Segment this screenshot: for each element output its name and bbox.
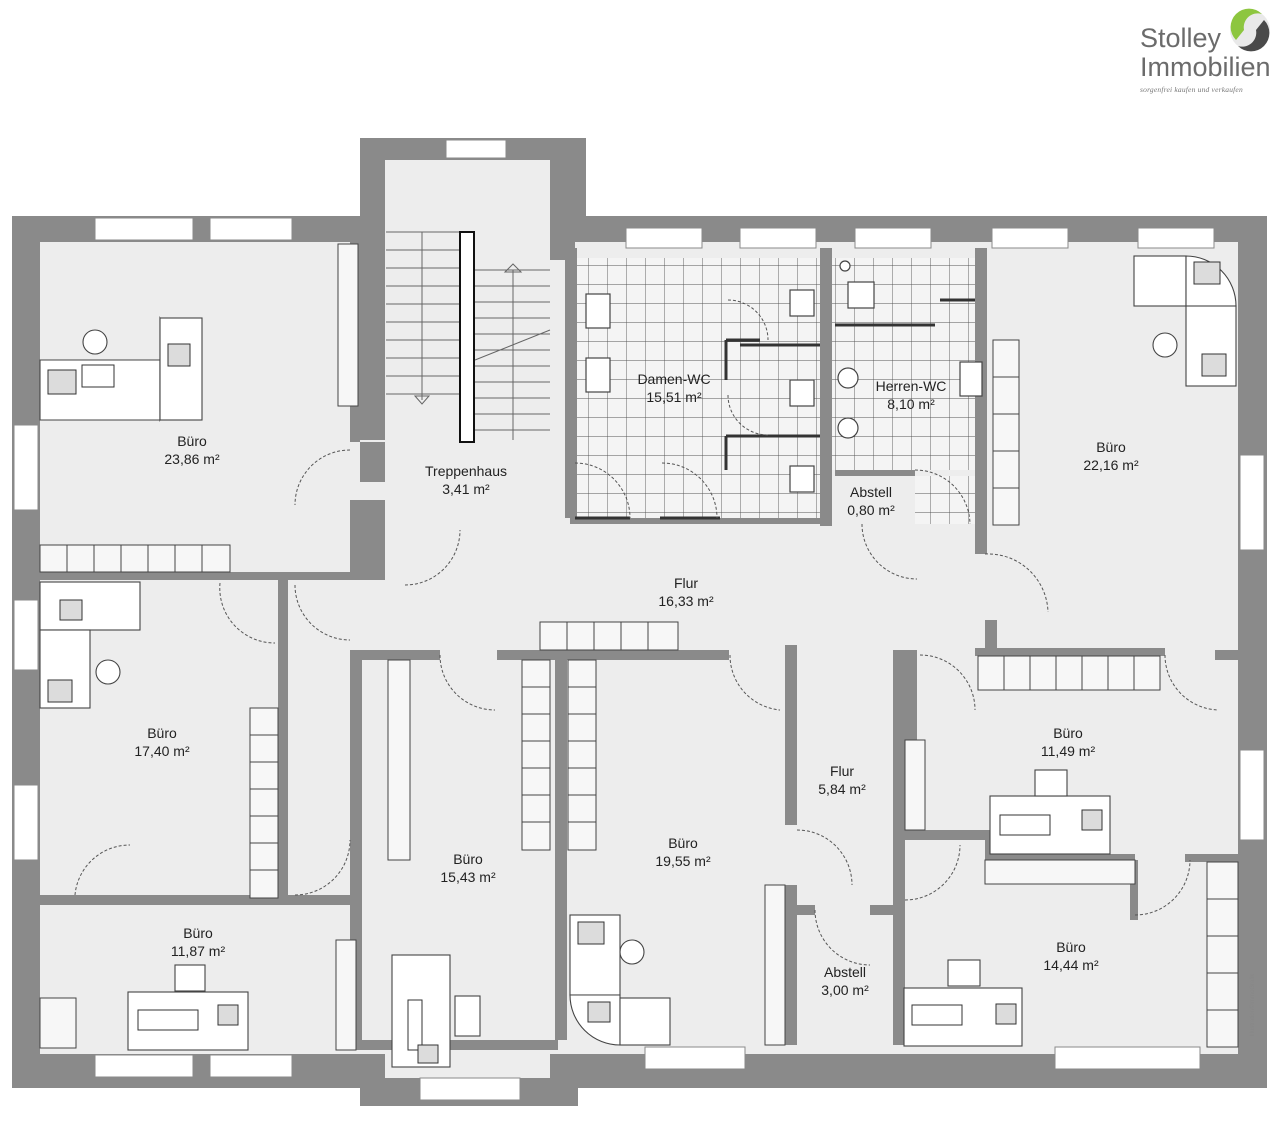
brand-name-line1: Stolley	[1140, 23, 1222, 53]
room-name: Büro	[147, 725, 177, 741]
room-area: 15,43 m²	[440, 869, 496, 885]
room-label-buero-e-small: Büro 11,49 m²	[1041, 724, 1095, 760]
room-label-buero-sw: Büro 11,87 m²	[171, 924, 225, 960]
room-area: 3,00 m²	[821, 982, 869, 998]
room-label-buero-center-left: Büro 15,43 m²	[440, 850, 495, 886]
room-area: 8,10 m²	[887, 396, 935, 412]
brand-name-line2: Immobilien	[1140, 52, 1271, 82]
illustration-credit-text: Illustration©ImmoGrafik	[1250, 973, 1256, 1037]
room-area: 17,40 m²	[134, 743, 190, 759]
room-name: Büro	[1056, 939, 1086, 955]
cabinets	[39, 243, 1239, 1051]
room-area: 22,16 m²	[1083, 457, 1139, 473]
room-label-flur-main: Flur 16,33 m²	[658, 574, 713, 610]
room-name: Büro	[183, 925, 213, 941]
room-name: Büro	[668, 835, 698, 851]
wc-tile-floors	[577, 258, 975, 524]
room-area: 15,51 m²	[646, 389, 702, 405]
staircase	[386, 231, 551, 443]
wc-fixtures	[585, 260, 983, 493]
room-area: 16,33 m²	[658, 593, 714, 609]
room-label-flur-side: Flur 5,84 m²	[818, 762, 865, 798]
room-name: Abstell	[823, 964, 867, 980]
room-label-buero-w: Büro 17,40 m²	[134, 724, 189, 760]
brand-tagline: sorgenfrei kaufen und verkaufen	[1140, 85, 1243, 94]
room-label-buero-center: Büro 19,55 m²	[655, 834, 710, 870]
room-label-buero-nw: Büro 23,86 m²	[164, 432, 219, 468]
interior-walls	[40, 160, 1240, 1050]
room-label-herren-wc: Herren-WC 8,10 m²	[876, 377, 947, 413]
room-area: 14,44 m²	[1043, 957, 1099, 973]
room-name: Abstell	[849, 484, 893, 500]
room-name: Büro	[1096, 439, 1126, 455]
room-area: 23,86 m²	[164, 451, 220, 467]
room-label-damen-wc: Damen-WC 15,51 m²	[637, 370, 710, 406]
room-name: Büro	[453, 851, 483, 867]
room-area: 3,41 m²	[442, 481, 490, 497]
desk-details	[47, 261, 1227, 1064]
door-swings	[74, 299, 1219, 966]
room-name: Damen-WC	[637, 371, 711, 387]
room-name: Flur	[673, 575, 699, 591]
illustration-credit: Illustration©ImmoGrafik	[1248, 960, 1258, 1050]
room-name: Flur	[829, 763, 855, 779]
brand-logo: Stolley Immobilien sorgenfrei kaufen und…	[1140, 23, 1276, 95]
room-area: 11,49 m²	[1040, 743, 1096, 759]
windows	[13, 139, 1265, 1101]
room-area: 0,80 m²	[847, 502, 895, 518]
room-area: 19,55 m²	[655, 853, 711, 869]
room-area: 11,87 m²	[170, 943, 226, 959]
wc-partitions	[575, 298, 975, 520]
room-label-buero-se: Büro 14,44 m²	[1043, 938, 1098, 974]
logo-mark	[1230, 8, 1270, 52]
room-label-abstell-top: Abstell 0,80 m²	[847, 483, 894, 519]
room-label-abstell-bottom: Abstell 3,00 m²	[821, 963, 868, 999]
room-area: 5,84 m²	[818, 781, 866, 797]
room-name: Herren-WC	[875, 378, 947, 394]
room-name: Büro	[177, 433, 207, 449]
room-name: Büro	[1053, 725, 1083, 741]
room-label-treppenhaus: Treppenhaus 3,41 m²	[425, 462, 507, 498]
room-label-buero-ne: Büro 22,16 m²	[1083, 438, 1138, 474]
room-name: Treppenhaus	[425, 463, 507, 479]
